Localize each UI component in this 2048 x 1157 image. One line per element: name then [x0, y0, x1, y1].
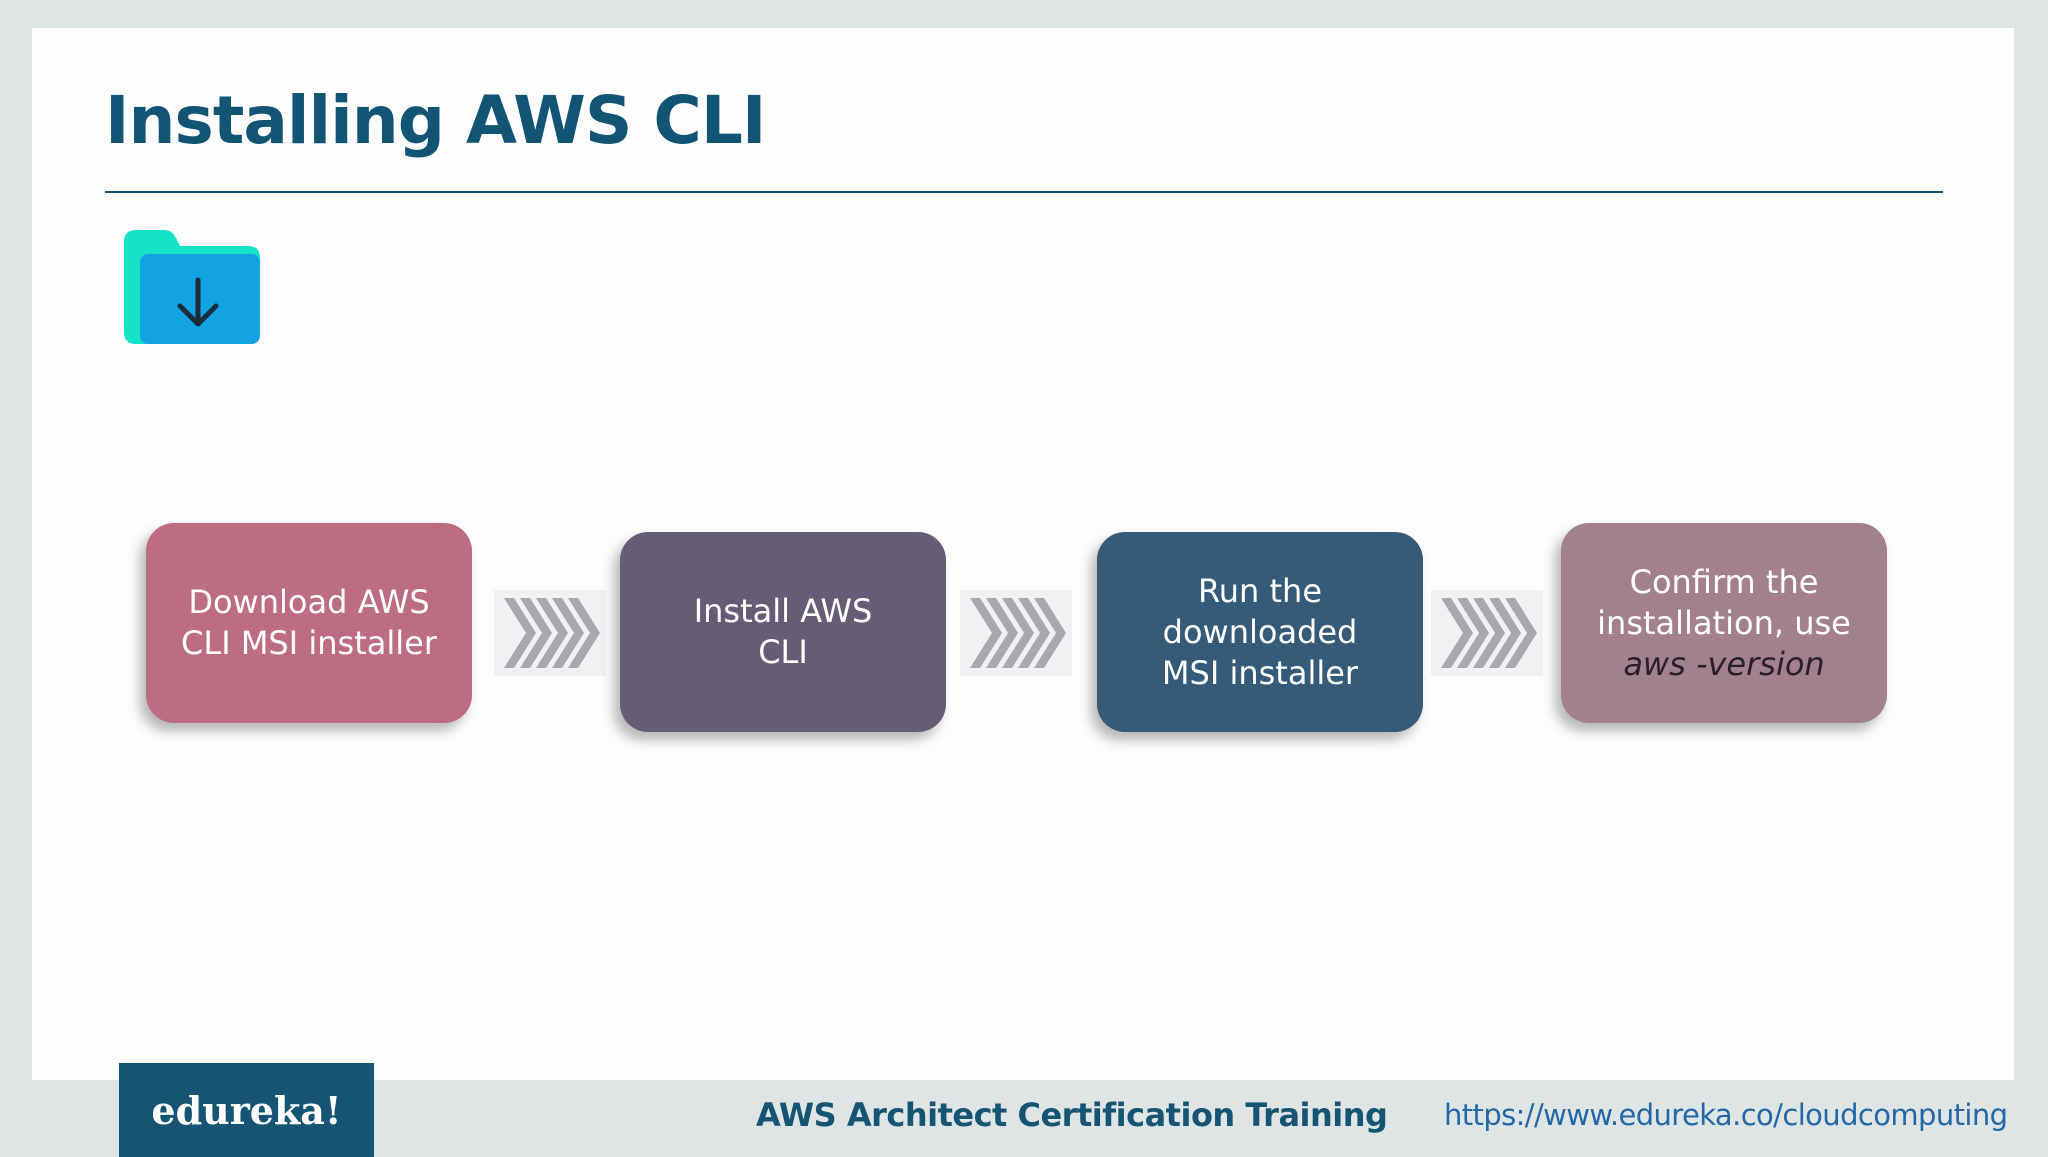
chevron-right-icon — [1431, 590, 1543, 676]
page-title: Installing AWS CLI — [105, 82, 766, 159]
folder-download-icon — [124, 230, 260, 344]
step-install-cli: Install AWS CLI — [620, 532, 946, 732]
step-text-line: CLI — [758, 633, 808, 671]
course-title: AWS Architect Certification Training — [756, 1096, 1388, 1134]
step-download-installer: Download AWS CLI MSI installer — [146, 523, 472, 723]
step-text-line: MSI installer — [1161, 653, 1359, 692]
step-text-line: Download AWS — [188, 583, 430, 621]
step-confirm-installation: Confirm the installation, use aws -versi… — [1561, 523, 1887, 723]
chevron-right-icon — [960, 590, 1072, 676]
step-run-installer: Run the downloaded MSI installer — [1097, 532, 1423, 732]
step-text-line: installation, use — [1597, 603, 1851, 642]
step-text-line: Install AWS — [693, 592, 873, 630]
footer-url[interactable]: https://www.edureka.co/cloudcomputing — [1444, 1098, 2008, 1132]
chevron-right-icon — [494, 590, 606, 676]
step-command: aws -version — [1623, 644, 1825, 683]
logo-text: edureka! — [151, 1087, 342, 1133]
step-text-line: Confirm the — [1629, 562, 1819, 601]
edureka-logo: edureka! — [119, 1063, 374, 1157]
step-text-line: Run the downloaded — [1162, 571, 1358, 651]
title-divider — [105, 191, 1943, 193]
step-text-line: CLI MSI installer — [181, 624, 437, 662]
